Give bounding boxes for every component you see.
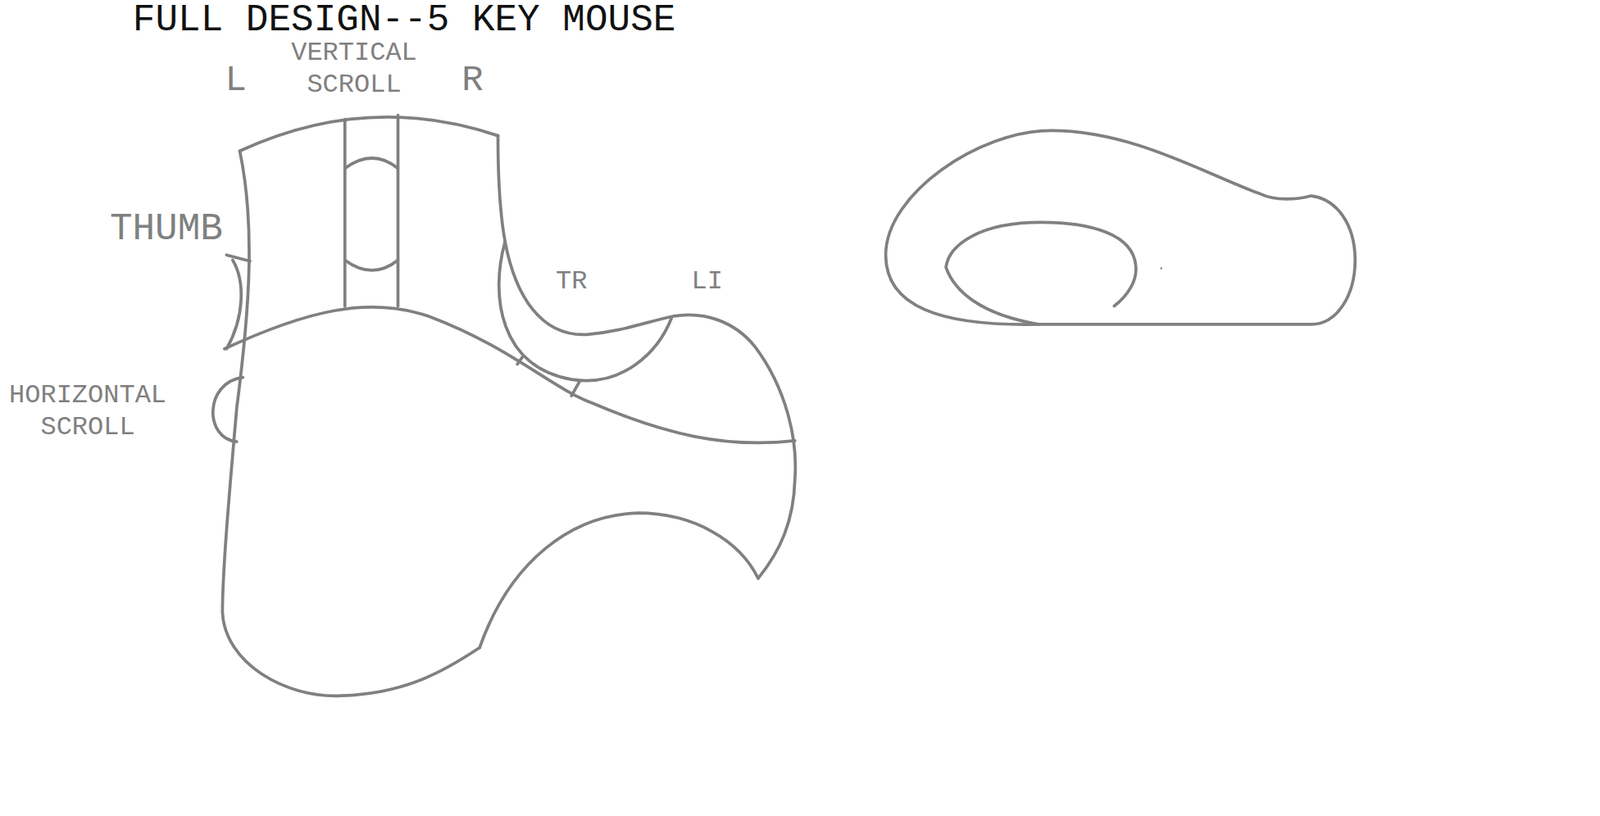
button-label: THUMB	[109, 209, 223, 250]
horizontal-scroll	[213, 377, 243, 442]
inner-curve	[479, 513, 759, 648]
dot	[1159, 267, 1162, 269]
tr-inner	[504, 241, 796, 579]
button-label: LI	[691, 268, 723, 296]
tick	[571, 381, 580, 396]
title: FULL DESIGN--5 KEY MOUSE	[132, 0, 677, 41]
button-label: TR	[555, 268, 587, 296]
scroll-wheel	[345, 259, 399, 270]
side-view-inner	[945, 222, 1137, 324]
thumb-button	[226, 259, 241, 349]
tick	[517, 357, 523, 365]
scroll-wheel	[345, 158, 399, 169]
part-label: HORIZONTAL SCROLL	[4, 379, 172, 444]
scroll-line	[396, 115, 400, 307]
top-edge	[240, 117, 499, 151]
tr-outer	[499, 241, 672, 381]
scroll-line	[343, 119, 347, 307]
part-label: VERTICAL SCROLL	[286, 36, 422, 101]
button-label: R	[461, 61, 483, 100]
button-label: L	[224, 61, 246, 100]
left-edge	[222, 150, 480, 696]
side-view-outline	[886, 130, 1356, 325]
thumb-button	[226, 254, 250, 261]
right-edge-r	[498, 136, 506, 242]
button-divider	[224, 307, 796, 444]
